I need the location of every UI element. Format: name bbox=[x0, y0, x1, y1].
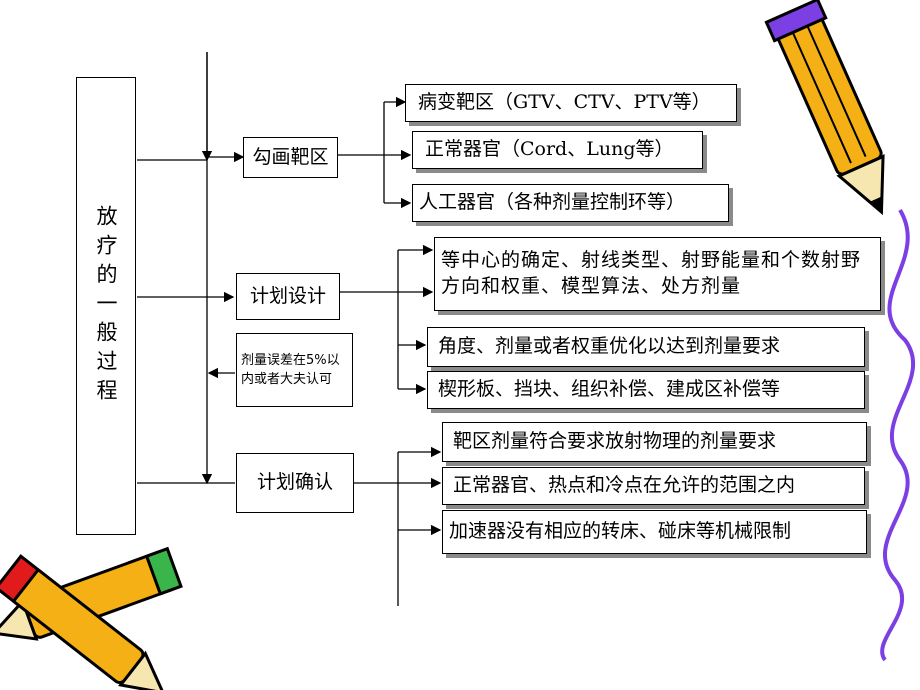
confirm-item-1: 靶区剂量符合要求放射物理的剂量要求 bbox=[442, 422, 867, 462]
plan-item-2: 角度、剂量或者权重优化以达到剂量要求 bbox=[427, 327, 865, 367]
step-plan-label: 计划设计 bbox=[249, 284, 326, 307]
plan-item-3: 楔形板、挡块、组织补偿、建成区补偿等 bbox=[427, 371, 865, 409]
squiggle-icon bbox=[880, 208, 916, 662]
confirm-item-2: 正常器官、热点和冷点在允许的范围之内 bbox=[442, 467, 865, 505]
feedback-note-text: 剂量误差在5%以内或者大夫认可 bbox=[241, 352, 340, 388]
pencil-icon bbox=[0, 554, 166, 690]
contour-item-2: 正常器官（Cord、Lung等） bbox=[412, 131, 703, 169]
plan-item-1: 等中心的确定、射线类型、射野能量和个数射野方向和权重、模型算法、处方剂量 bbox=[434, 237, 881, 311]
process-title-box: 放疗的一般过程 bbox=[76, 77, 136, 535]
step-contour-label: 勾画靶区 bbox=[252, 145, 329, 168]
contour-item-1: 病变靶区（GTV、CTV、PTV等） bbox=[405, 84, 737, 122]
feedback-note: 剂量误差在5%以内或者大夫认可 bbox=[236, 333, 353, 407]
step-contour: 勾画靶区 bbox=[243, 137, 338, 178]
step-confirm: 计划确认 bbox=[236, 453, 354, 513]
step-plan: 计划设计 bbox=[236, 273, 340, 320]
step-confirm-label: 计划确认 bbox=[256, 471, 333, 494]
contour-item-3: 人工器官（各种剂量控制环等） bbox=[412, 184, 729, 222]
confirm-item-3: 加速器没有相应的转床、碰床等机械限制 bbox=[442, 510, 867, 554]
process-title: 放疗的一般过程 bbox=[94, 204, 118, 408]
pencil-icon bbox=[764, 0, 885, 216]
